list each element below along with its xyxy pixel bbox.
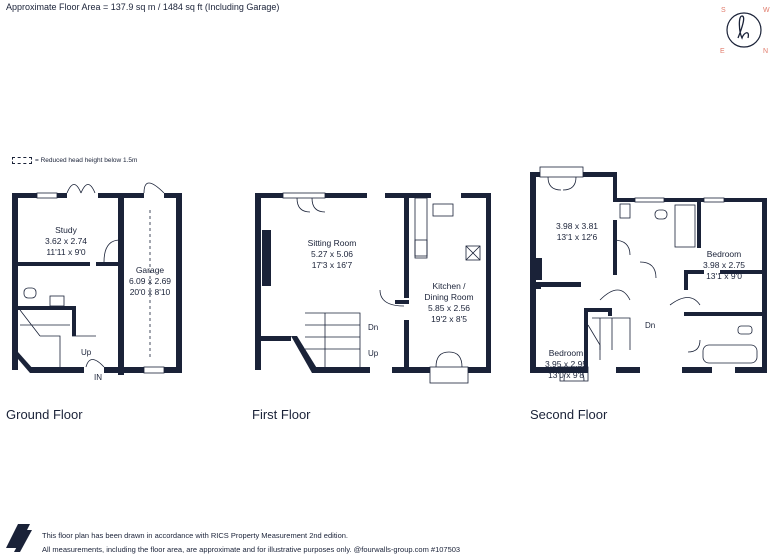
study-name: Study (55, 225, 77, 235)
study-metric: 3.62 x 2.74 (45, 236, 87, 246)
compass-w: W (763, 7, 770, 14)
compass-circle (726, 12, 762, 48)
footer-disclaimer: This floor plan has been drawn in accord… (42, 529, 460, 557)
legend-text: = Reduced head height below 1.5m (35, 157, 138, 164)
reduced-height-swatch (12, 157, 32, 164)
bedroom-right-imperial: 13'1 x 9'0 (706, 271, 742, 281)
second-floor-plan (530, 172, 767, 373)
ground-floor-labels: Study 3.62 x 2.74 11'11 x 9'0 Garage 6.0… (45, 225, 171, 382)
ground-in-label: IN (94, 373, 102, 382)
first-floor-details (282, 192, 481, 384)
ground-floor-details (19, 182, 165, 374)
compass-n: N (763, 48, 768, 55)
kitchen-name-1: Kitchen / (432, 281, 466, 291)
kitchen-name-2: Dining Room (424, 292, 473, 302)
first-up-label: Up (368, 349, 379, 358)
bedroom-right-metric: 3.98 x 2.75 (703, 260, 745, 270)
floor-area-text: Approximate Floor Area = 137.9 sq m / 14… (6, 2, 280, 12)
second-floor-labels: 3.98 x 3.81 13'1 x 12'6 Bedroom 3.98 x 2… (545, 221, 745, 380)
ground-up-label: Up (81, 348, 92, 357)
sitting-room-imperial: 17'3 x 16'7 (312, 260, 353, 270)
fourwalls-logo (6, 524, 32, 552)
ground-floor-title: Ground Floor (6, 407, 83, 422)
kitchen-imperial: 19'2 x 8'5 (431, 314, 467, 324)
bedroom-right-name: Bedroom (707, 249, 742, 259)
first-floor-plan (255, 193, 491, 373)
kitchen-metric: 5.85 x 2.56 (428, 303, 470, 313)
second-dn-label: Dn (645, 321, 655, 330)
compass-e: E (720, 48, 725, 55)
footer-line-2: All measurements, including the floor ar… (42, 545, 461, 554)
second-floor-title: Second Floor (530, 407, 608, 422)
first-floor-labels: Sitting Room 5.27 x 5.06 17'3 x 16'7 Kit… (308, 238, 474, 358)
sitting-room-metric: 5.27 x 5.06 (311, 249, 353, 259)
room-a-metric: 3.98 x 3.81 (556, 221, 598, 231)
bedroom-left-metric: 3.95 x 2.95 (545, 359, 587, 369)
legend: = Reduced head height below 1.5m (12, 157, 137, 164)
bedroom-left-name: Bedroom (549, 348, 584, 358)
compass-s: S (721, 7, 726, 14)
compass-logo: S W E N (720, 7, 770, 55)
first-floor-title: First Floor (252, 407, 311, 422)
sitting-room-name: Sitting Room (308, 238, 357, 248)
footer-line-1: This floor plan has been drawn in accord… (42, 531, 348, 540)
second-floor-details (539, 166, 758, 382)
room-a-imperial: 13'1 x 12'6 (557, 232, 598, 242)
garage-imperial: 20'0 x 8'10 (130, 287, 171, 297)
bedroom-left-imperial: 13'0 x 9'8 (548, 370, 584, 380)
garage-name: Garage (136, 265, 165, 275)
logo-mark (737, 15, 750, 40)
study-imperial: 11'11 x 9'0 (46, 247, 86, 257)
garage-metric: 6.09 x 2.69 (129, 276, 171, 286)
first-dn-label: Dn (368, 323, 378, 332)
